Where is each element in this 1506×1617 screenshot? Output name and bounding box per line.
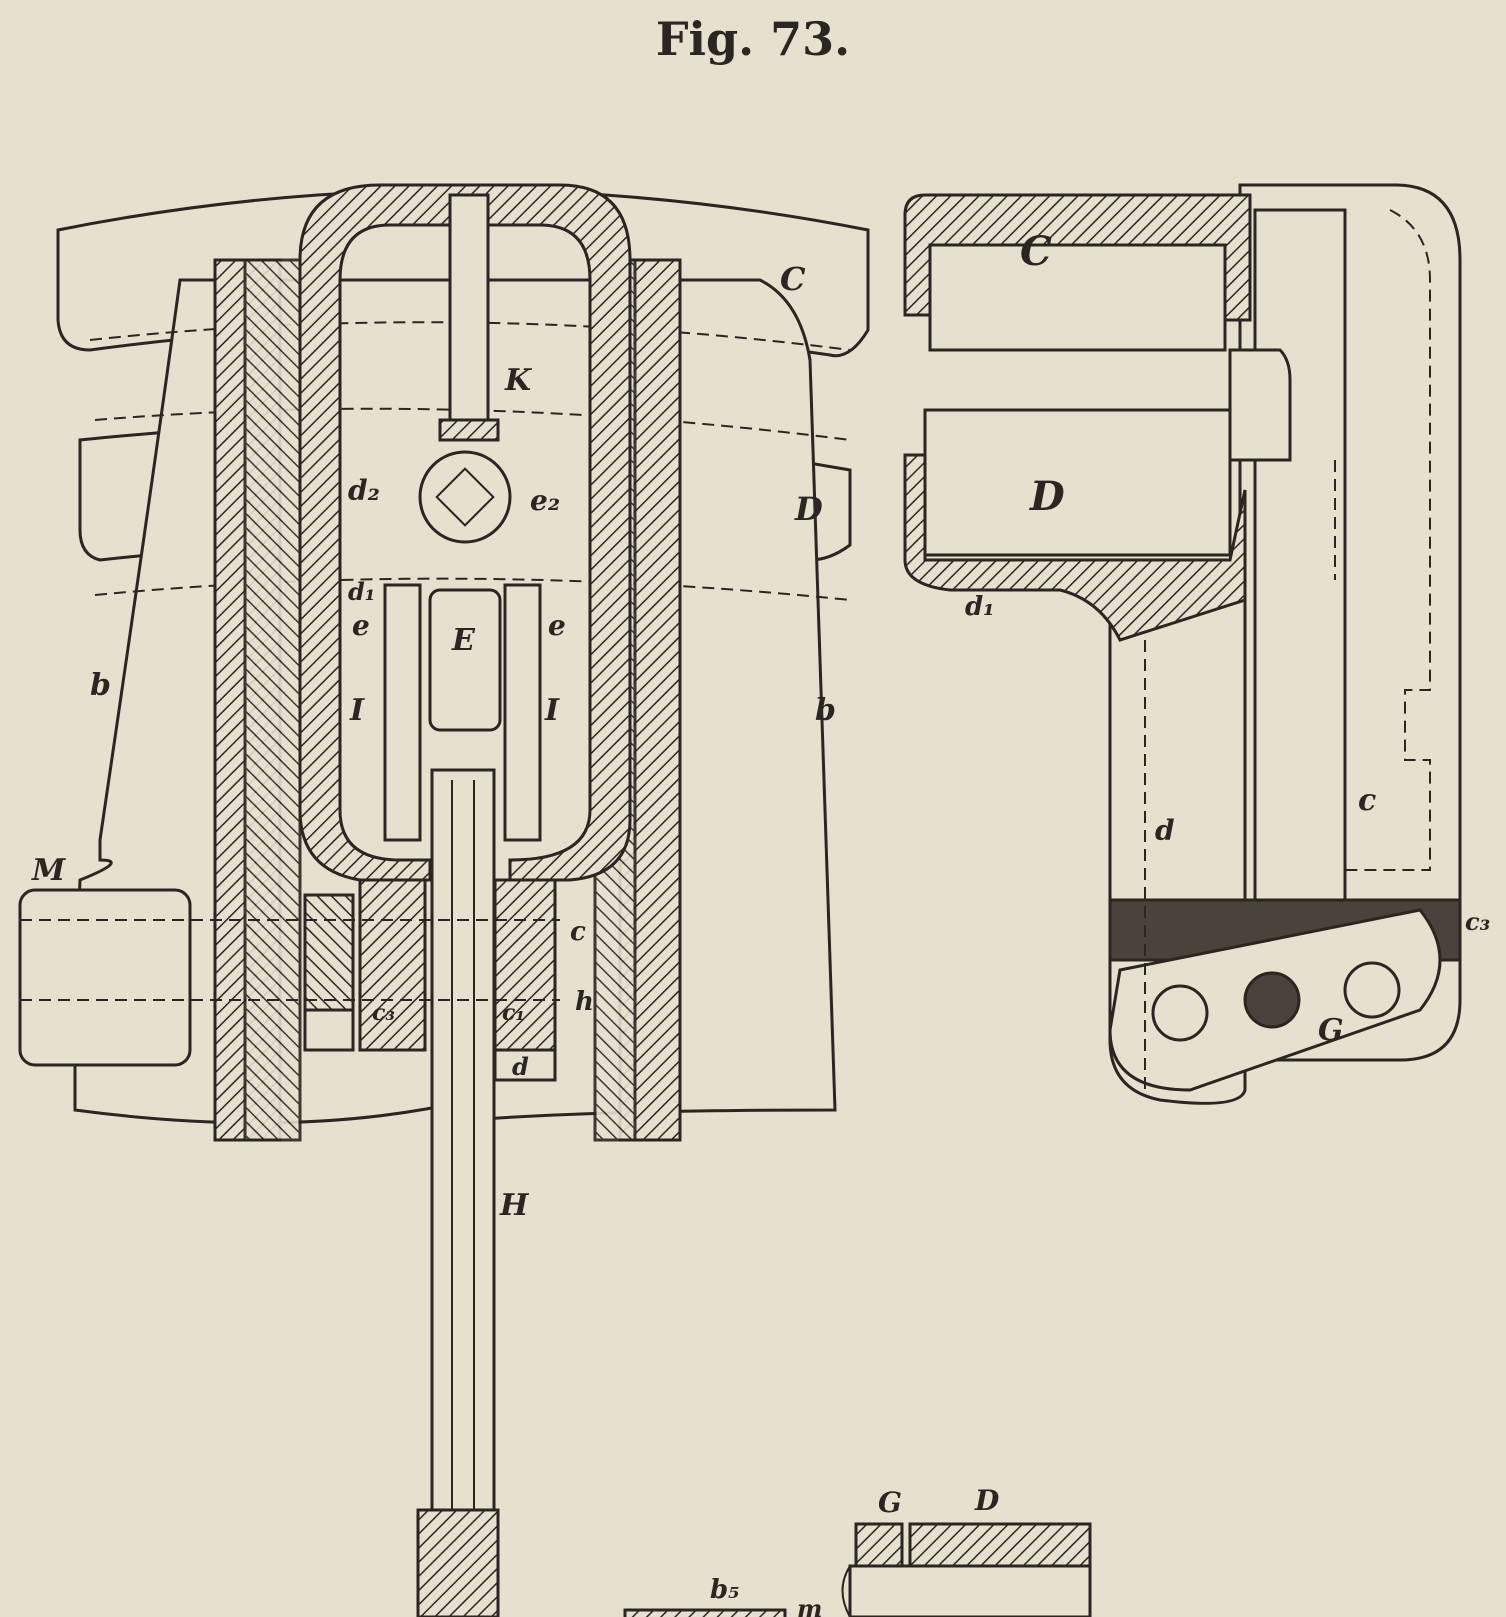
label-b-right: b xyxy=(815,693,836,728)
side-label-c: C xyxy=(1020,228,1052,275)
label-i-right: I xyxy=(544,693,560,728)
block-c1 xyxy=(493,878,557,1052)
label-d1: d₁ xyxy=(348,577,375,606)
shoe-c-block xyxy=(928,243,1227,352)
side-view xyxy=(903,183,1462,1105)
side-label-c-small: c xyxy=(1358,783,1376,818)
block-c3 xyxy=(358,878,427,1052)
side-label-d: d xyxy=(1155,814,1175,847)
label-h: h xyxy=(575,987,594,1017)
side-label-d1: d₁ xyxy=(965,592,995,622)
label-c-small: c xyxy=(570,917,586,947)
rod-h xyxy=(430,768,496,1532)
label-d: D xyxy=(794,490,823,528)
detail-label-d: D xyxy=(974,1484,1000,1517)
bar-vertical xyxy=(1253,208,1347,902)
label-b-left: b xyxy=(90,668,111,703)
label-i-left: I xyxy=(349,693,365,728)
shoe-d-side xyxy=(903,453,1247,642)
label-k: K xyxy=(504,363,533,398)
front-view xyxy=(18,183,870,1617)
pin-e2 xyxy=(418,450,512,544)
stirrup-frame xyxy=(298,183,632,882)
block-left xyxy=(303,893,355,1012)
label-e-block: E xyxy=(451,623,476,658)
side-label-g: G xyxy=(1318,1013,1344,1048)
label-e-right: e xyxy=(548,609,566,642)
label-c1: c₁ xyxy=(502,1000,525,1026)
label-d-small: d xyxy=(512,1052,529,1081)
label-c3: c₃ xyxy=(372,1000,395,1026)
figure-title: Fig. 73. xyxy=(655,12,851,66)
detail-label-g: G xyxy=(878,1486,902,1519)
shoe-d-block xyxy=(923,408,1232,557)
pin-g xyxy=(1243,971,1301,1029)
link-i-right xyxy=(503,583,542,842)
detail-bar-d xyxy=(908,1522,1092,1568)
link-i-left xyxy=(383,583,422,842)
side-label-c3: c₃ xyxy=(1465,907,1490,936)
label-e-left: e xyxy=(352,609,370,642)
detail-block-g xyxy=(854,1522,904,1568)
side-label-d: D xyxy=(1029,473,1065,520)
label-m: M xyxy=(31,853,66,888)
detail-label-b5: b₅ xyxy=(710,1575,740,1605)
rod-k xyxy=(448,193,490,427)
bolt-m xyxy=(18,888,192,1067)
bracket-d-upper xyxy=(1228,348,1292,462)
label-h-rod: H xyxy=(499,1188,530,1223)
detail-label-m: m xyxy=(797,1594,822,1617)
label-d2: d₂ xyxy=(348,474,380,507)
label-c: C xyxy=(780,260,806,298)
block-e xyxy=(428,588,502,732)
column-left-inner xyxy=(243,258,302,1142)
label-e2: e₂ xyxy=(530,484,560,517)
detail-view xyxy=(623,1522,1092,1617)
